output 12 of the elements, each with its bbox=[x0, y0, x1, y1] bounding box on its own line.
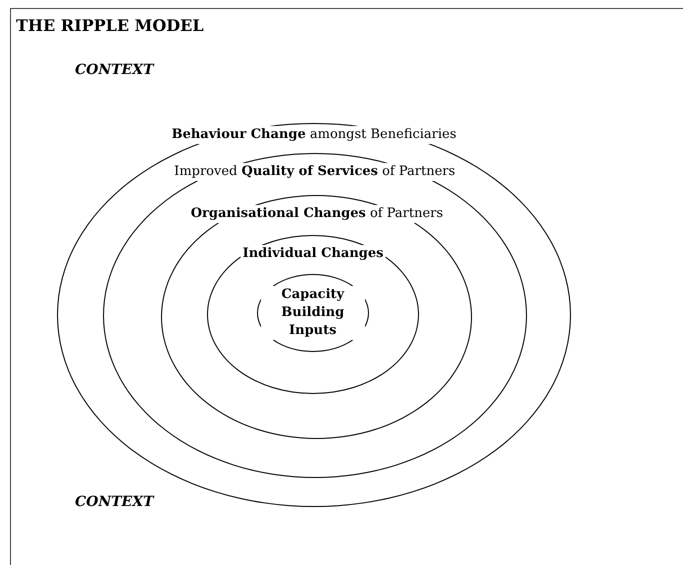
ripple-ellipse bbox=[207, 235, 420, 394]
ripple-ellipse bbox=[102, 152, 527, 478]
ring-label: Organisational Changes of Partners bbox=[188, 205, 446, 224]
context-label: CONTEXT bbox=[75, 62, 154, 78]
ring-label: Capacity Building Inputs bbox=[260, 286, 365, 340]
ripple-ellipse bbox=[57, 123, 571, 507]
ring-label: Behaviour Change amongst Beneficiaries bbox=[170, 126, 458, 144]
ring-label: Improved Quality of Services of Partners bbox=[172, 162, 458, 181]
title: THE RIPPLE MODEL bbox=[16, 16, 204, 35]
ripple-ellipse bbox=[256, 274, 369, 352]
ripple-ellipse bbox=[161, 195, 472, 440]
context-label: CONTEXT bbox=[75, 494, 154, 510]
